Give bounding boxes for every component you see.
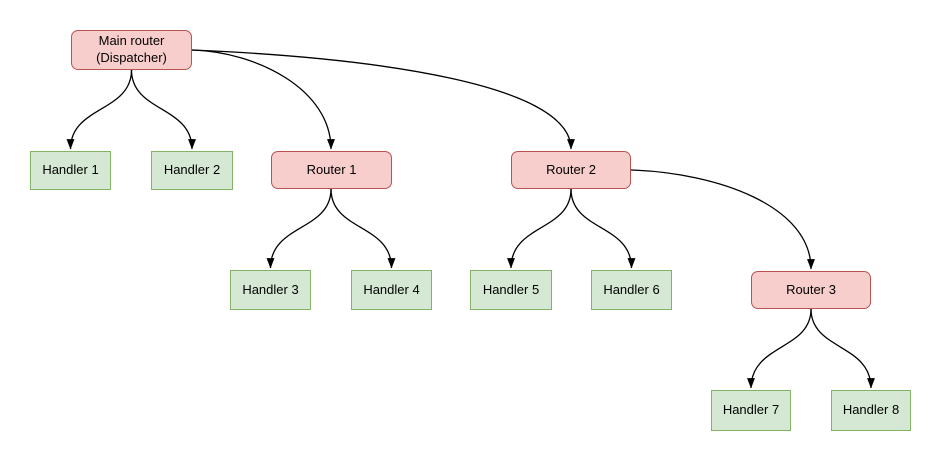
node-router-3: Router 3 [751,271,871,309]
node-router-1: Router 1 [271,151,392,189]
node-sublabel: (Dispatcher) [96,50,167,65]
node-handler-4: Handler 4 [351,270,432,310]
edge-router-2-to-router-3 [630,169,815,270]
node-handler-3: Handler 3 [230,270,311,310]
node-handler-2: Handler 2 [151,151,233,190]
node-label: Main router [98,33,165,49]
edge-router-2-to-handler-6 [570,188,636,269]
edge-router-1-to-handler-3 [266,188,332,269]
edge-router-1-to-handler-4 [330,188,396,269]
edge-router-3-to-handler-7 [747,308,812,389]
node-label: Router 3 [786,281,836,297]
node-label: Handler 4 [363,281,420,297]
node-handler-5: Handler 5 [470,270,552,310]
edge-main-router-to-router-1 [191,49,335,150]
node-handler-8: Handler 8 [831,390,911,431]
node-label: Handler 5 [482,281,540,297]
node-label: Handler 1 [42,162,99,178]
node-label: Handler 8 [842,402,900,418]
edge-main-router-to-router-2 [191,49,575,150]
node-main-router: Main router (Dispatcher) [71,30,192,70]
node-label: Handler 2 [163,162,221,178]
node-handler-6: Handler 6 [591,270,672,310]
node-router-2: Router 2 [511,151,631,189]
node-label: Handler 3 [242,281,299,297]
edge-main-router-to-handler-1 [66,69,133,150]
node-label: Handler 6 [603,281,660,297]
node-label: Router 1 [306,161,357,177]
node-label: Handler 7 [722,402,780,418]
node-label: Router 2 [546,161,596,177]
edge-router-3-to-handler-8 [810,308,875,389]
edge-router-2-to-handler-5 [507,188,572,269]
node-handler-1: Handler 1 [30,151,111,190]
edge-main-router-to-handler-2 [130,69,196,150]
node-handler-7: Handler 7 [711,390,791,431]
